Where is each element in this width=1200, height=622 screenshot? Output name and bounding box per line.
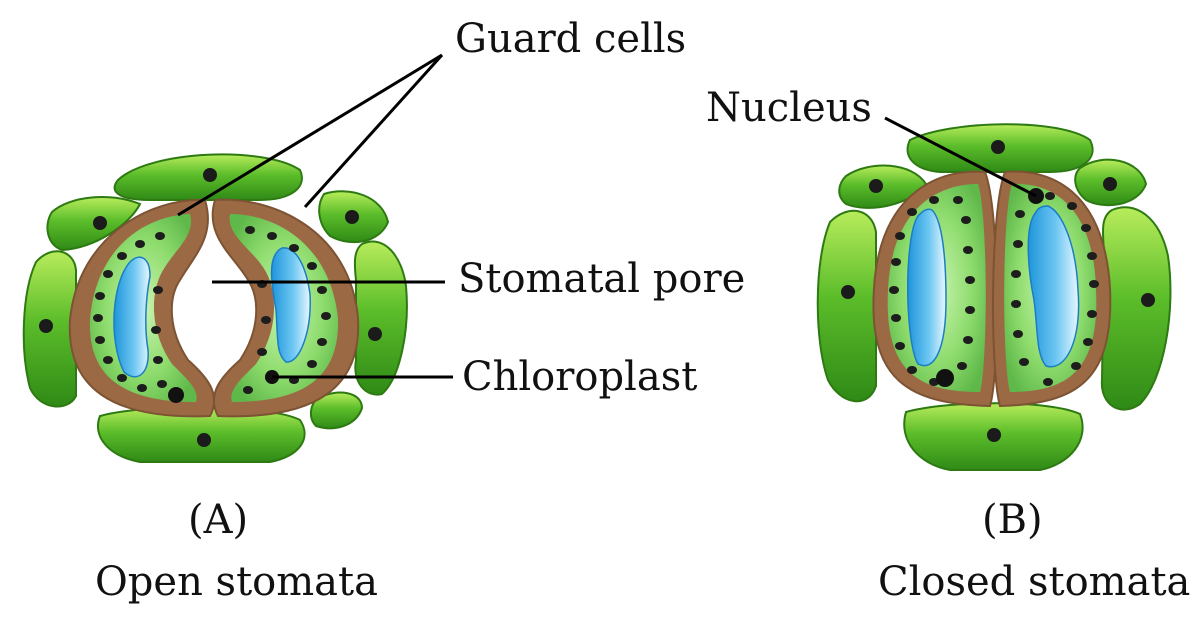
chloroplast <box>1083 338 1093 346</box>
nucleus <box>93 216 107 230</box>
leader-guard-cells-left <box>178 55 442 215</box>
chloroplast <box>1067 202 1077 210</box>
nucleus <box>991 140 1005 154</box>
chloroplast <box>317 338 327 346</box>
chloroplast <box>103 356 113 364</box>
chloroplast <box>929 196 939 204</box>
chloroplast <box>1045 192 1055 200</box>
label-nucleus: Nucleus <box>706 85 872 131</box>
chloroplast <box>157 380 167 388</box>
chloroplast <box>135 240 145 248</box>
nucleus <box>1103 177 1117 191</box>
chloroplast <box>1011 300 1021 308</box>
chloroplast <box>95 292 105 300</box>
label-chloroplast: Chloroplast <box>462 354 697 400</box>
chloroplast <box>151 326 161 334</box>
chloroplast <box>307 262 317 270</box>
nucleus <box>203 168 217 182</box>
chloroplast <box>243 386 253 394</box>
chloroplast <box>1071 362 1081 370</box>
panel-a-caption: Open stomata <box>95 559 378 605</box>
panel-b-caption: Closed stomata <box>878 559 1190 605</box>
chloroplast <box>321 312 331 320</box>
chloroplast <box>889 286 899 294</box>
chloroplast <box>95 336 105 344</box>
chloroplast <box>895 232 905 240</box>
guard-nucleus <box>936 369 954 387</box>
chloroplast <box>965 306 975 314</box>
chloroplast <box>1043 378 1053 386</box>
chloroplast <box>93 314 103 322</box>
chloroplast <box>957 362 967 370</box>
chloroplast <box>117 252 127 260</box>
label-stomatal-pore: Stomatal pore <box>458 256 745 302</box>
panel-b-letter: (B) <box>982 497 1043 543</box>
chloroplast <box>1019 358 1029 366</box>
nucleus <box>368 327 382 341</box>
chloroplast <box>907 208 917 216</box>
chloroplast <box>155 232 165 240</box>
leader-guard-cells-right <box>305 55 442 207</box>
chloroplast <box>267 232 277 240</box>
chloroplast <box>153 356 163 364</box>
chloroplast <box>261 316 271 324</box>
chloroplast <box>137 384 147 392</box>
chloroplast <box>965 276 975 284</box>
nucleus <box>1141 293 1155 307</box>
chloroplast <box>891 258 901 266</box>
nucleus <box>39 319 53 333</box>
chloroplast <box>1087 310 1097 318</box>
chloroplast <box>1011 270 1021 278</box>
label-guard-cells: Guard cells <box>455 16 686 62</box>
chloroplast <box>953 196 963 204</box>
chloroplast <box>1081 224 1091 232</box>
vacuole <box>908 209 946 365</box>
chloroplast <box>245 226 255 234</box>
closed-stomata-figure <box>818 124 1171 470</box>
nucleus <box>345 210 359 224</box>
chloroplast <box>895 342 905 350</box>
chloroplast <box>1089 280 1099 288</box>
subsidiary-cell <box>818 211 876 401</box>
chloroplast <box>963 246 973 254</box>
open-stomata-figure <box>24 154 407 462</box>
nucleus <box>197 433 211 447</box>
chloroplast <box>1015 210 1025 218</box>
chloroplast <box>1013 240 1023 248</box>
chloroplast <box>1013 330 1023 338</box>
chloroplast <box>289 244 299 252</box>
chloroplast <box>317 286 327 294</box>
chloroplast <box>307 360 317 368</box>
nucleus <box>841 285 855 299</box>
chloroplast <box>907 366 917 374</box>
chloroplast <box>891 314 901 322</box>
nucleus <box>987 428 1001 442</box>
nucleus <box>869 179 883 193</box>
subsidiary-cell <box>1102 207 1171 409</box>
panel-a-letter: (A) <box>188 497 248 543</box>
guard-cell-right-b <box>993 172 1110 406</box>
chloroplast <box>1087 252 1097 260</box>
guard-nucleus <box>168 387 184 403</box>
chloroplast <box>153 286 163 294</box>
chloroplast <box>117 374 127 382</box>
subsidiary-cell <box>355 242 407 395</box>
chloroplast <box>961 216 971 224</box>
chloroplast <box>257 348 267 356</box>
chloroplast <box>103 270 113 278</box>
chloroplast <box>963 336 973 344</box>
